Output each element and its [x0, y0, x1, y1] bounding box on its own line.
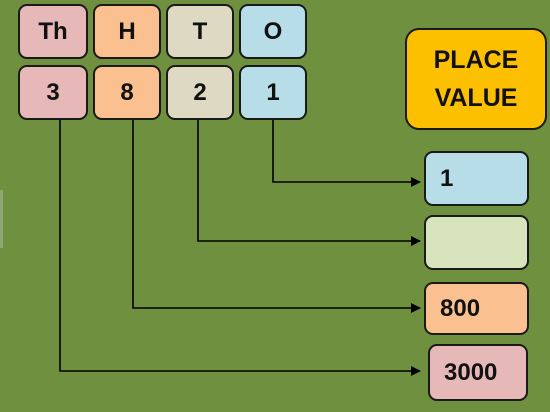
header-thousands-label: Th [38, 17, 68, 45]
place-value-title: PLACE VALUE [405, 28, 547, 130]
result-thousands: 3000 [428, 344, 528, 401]
result-hundreds: 800 [424, 282, 529, 335]
header-hundreds-label: H [118, 17, 136, 45]
header-tens: T [166, 4, 234, 59]
result-hundreds-value: 800 [440, 294, 481, 322]
header-thousands: Th [18, 4, 88, 59]
result-thousands-value: 3000 [444, 358, 498, 386]
arrow-hundreds [132, 120, 421, 313]
result-tens [424, 215, 529, 270]
header-ones-label: O [263, 17, 283, 45]
digit-tens: 2 [166, 65, 234, 120]
header-tens-label: T [192, 17, 208, 45]
digit-ones: 1 [239, 65, 307, 120]
title-line-2: VALUE [434, 84, 518, 112]
digit-tens-value: 2 [193, 78, 207, 106]
digit-hundreds-value: 8 [120, 78, 134, 106]
arrow-ones [272, 120, 421, 187]
title-line-1: PLACE [433, 46, 519, 74]
result-ones-value: 1 [440, 164, 454, 192]
header-ones: O [239, 4, 307, 59]
digit-thousands-value: 3 [46, 78, 60, 106]
left-edge-mark [0, 190, 3, 248]
result-ones: 1 [424, 151, 529, 206]
arrow-thousands [59, 120, 421, 376]
header-hundreds: H [93, 4, 161, 59]
arrow-tens [197, 120, 421, 246]
digit-ones-value: 1 [266, 78, 280, 106]
digit-hundreds: 8 [93, 65, 161, 120]
digit-thousands: 3 [18, 65, 88, 120]
